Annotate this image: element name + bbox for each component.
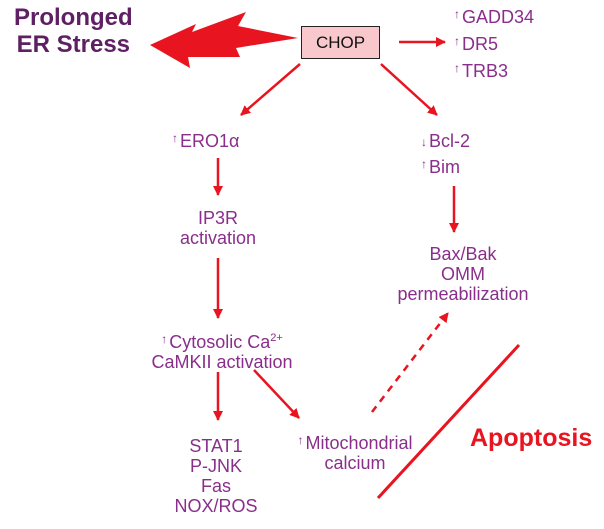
stress-title: Prolonged ER Stress <box>14 4 133 58</box>
bax-line3: permeabilization <box>397 284 529 304</box>
fas-label: Fas <box>200 476 232 496</box>
mito-line2: calcium <box>324 453 386 473</box>
bim-label: Bim <box>421 154 470 177</box>
noxros-label: NOX/ROS <box>174 496 258 516</box>
ip3r-line1: IP3R <box>197 208 239 228</box>
cytosolic-node: Cytosolic Ca2+ CaMKII activation <box>151 328 292 372</box>
pjnk-label: P-JNK <box>189 456 243 476</box>
dr5-label: DR5 <box>454 31 534 54</box>
chop-targets-list: GADD34 DR5 TRB3 <box>454 4 534 81</box>
lightning-bolt-icon <box>150 12 298 68</box>
bax-line1: Bax/Bak <box>429 244 497 264</box>
apoptosis-label: Apoptosis <box>470 424 593 452</box>
stress-title-line2: ER Stress <box>16 31 131 58</box>
bax-line2: OMM <box>440 264 485 284</box>
downstream-node: STAT1 P-JNK Fas NOX/ROS <box>174 436 257 516</box>
stress-title-line1: Prolonged <box>14 4 133 31</box>
arrow-cytosolic-to-mito <box>253 369 300 419</box>
gadd34-label: GADD34 <box>454 4 534 27</box>
ip3r-line2: activation <box>179 228 257 248</box>
ip3r-node: IP3R activation <box>180 208 256 248</box>
chop-node: CHOP <box>301 26 380 59</box>
cytosolic-ca-label: Cytosolic Ca <box>161 332 270 352</box>
camkii-label: CaMKII activation <box>151 352 293 372</box>
cytosolic-line1: Cytosolic Ca2+ <box>151 328 292 352</box>
mito-line1: Mitochondrial <box>297 430 412 453</box>
bax-node: Bax/Bak OMM permeabilization <box>397 244 528 304</box>
arrow-chop-to-bcl2 <box>380 63 438 116</box>
apoptosis-slash <box>376 343 521 500</box>
stat1-label: STAT1 <box>189 436 243 456</box>
ero1-label: ERO1α <box>172 128 239 151</box>
arrow-chop-to-ero1 <box>240 63 301 116</box>
dashed-arrow-mito-to-bax <box>371 312 449 413</box>
bcl-node: Bcl-2 Bim <box>421 131 470 177</box>
cytosolic-ca-superscript: 2+ <box>270 332 283 344</box>
bcl2-label: Bcl-2 <box>421 131 470 152</box>
trb3-label: TRB3 <box>454 58 534 81</box>
mito-node: Mitochondrial calcium <box>297 430 412 473</box>
